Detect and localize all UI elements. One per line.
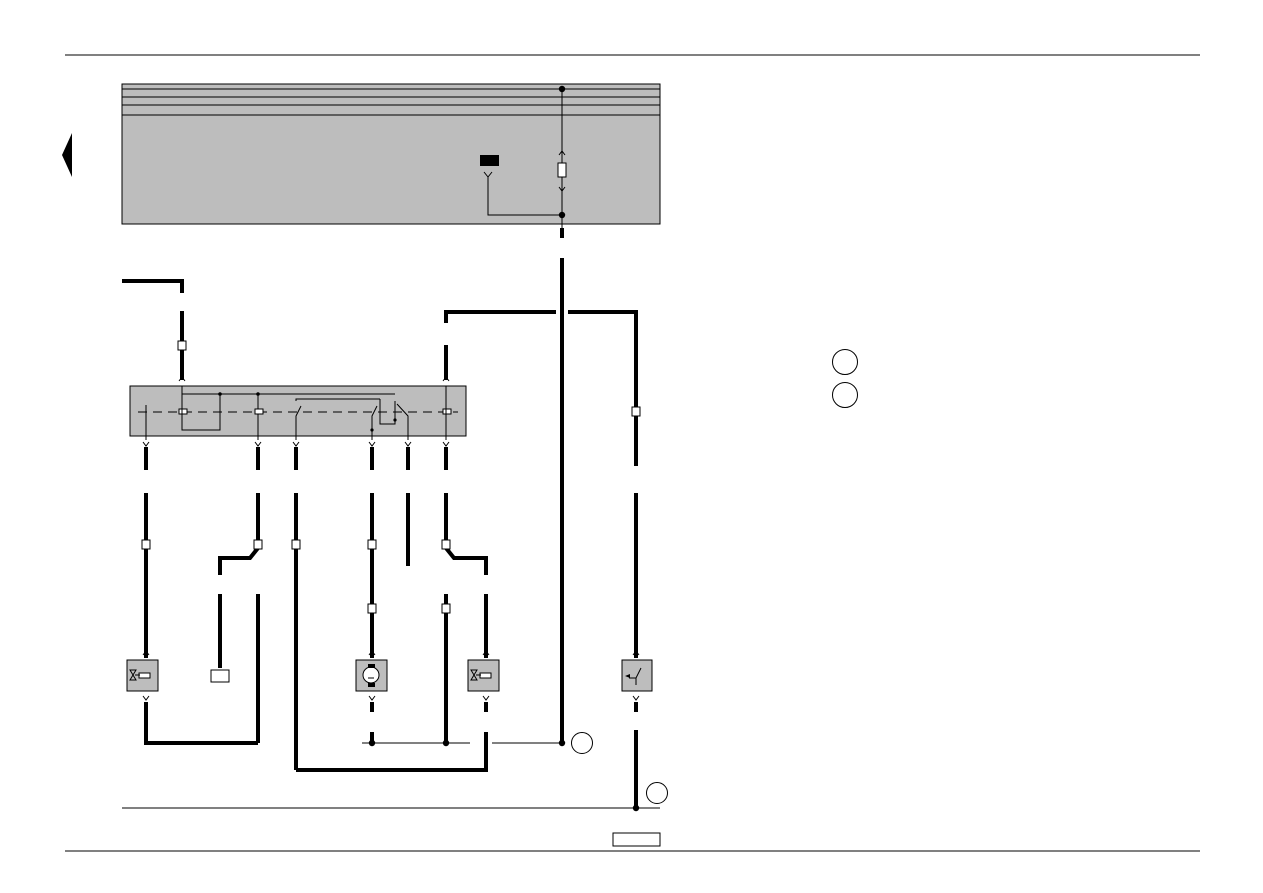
valve-icon [126,650,159,701]
relay-coil-icon [480,155,499,166]
triangle-left-icon[interactable] [62,133,72,177]
connector-icon [177,340,187,351]
fuse-icon [557,162,567,178]
terminal-icon [210,669,230,683]
legend-circle [832,349,858,375]
legend-circle [832,382,858,408]
page-reference-box [612,832,661,847]
wire-connectors [141,539,451,614]
relay-panel [129,376,467,447]
ground-point [571,732,593,754]
power-panel [121,83,661,232]
valve-icon [467,650,500,701]
motor-icon [355,650,388,701]
connector-icon [631,406,641,417]
switch-icon [621,650,653,701]
ground-point [646,782,668,804]
